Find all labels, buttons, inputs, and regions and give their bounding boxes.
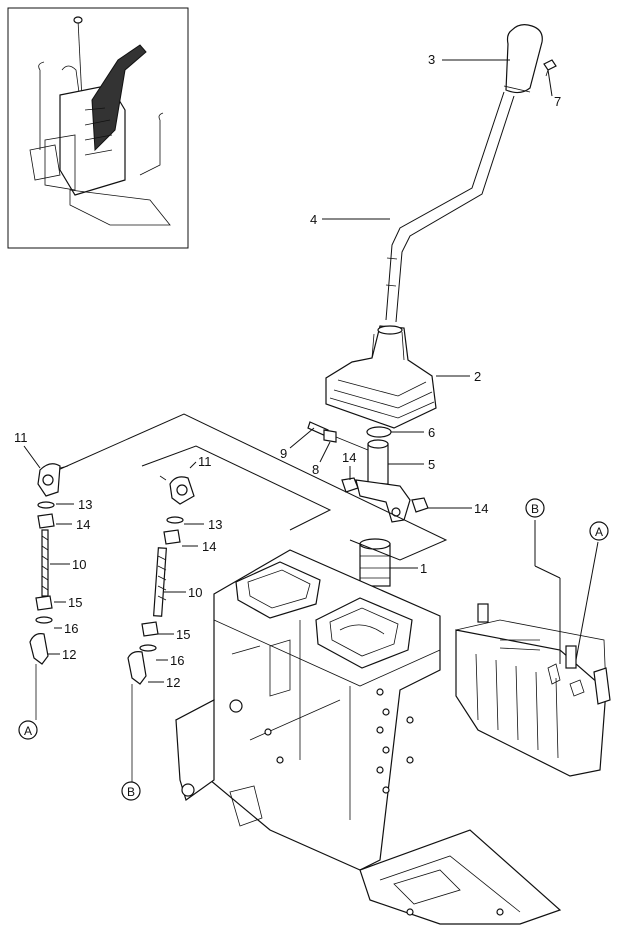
callout-12-mid: 12 <box>166 675 180 690</box>
left-rod-assembly <box>29 463 69 720</box>
callout-2: 2 <box>474 369 481 384</box>
overview-inset <box>7 7 189 249</box>
bolt-and-nut <box>307 421 369 451</box>
callout-6: 6 <box>428 425 435 440</box>
svg-text:B: B <box>127 785 135 799</box>
callout-14-base-left: 14 <box>342 450 356 465</box>
callout-5: 5 <box>428 457 435 472</box>
svg-text:A: A <box>595 525 603 539</box>
connector-A-valve: A <box>589 521 609 541</box>
middle-rod-assembly <box>127 475 195 782</box>
linkage-plane-lower <box>141 445 332 531</box>
console-frame <box>175 549 562 925</box>
svg-text:A: A <box>24 724 32 738</box>
control-valve <box>455 603 611 777</box>
nut-right <box>411 497 429 513</box>
connector-B-left: B <box>121 781 141 801</box>
callout-16-mid: 16 <box>170 653 184 668</box>
callout-7: 7 <box>554 94 561 109</box>
leader-A-valve <box>575 541 599 661</box>
lever-assembly <box>385 24 557 323</box>
connector-B-valve: B <box>525 498 545 518</box>
leader-B-valve-2 <box>534 565 561 579</box>
callout-10-left: 10 <box>72 557 86 572</box>
rubber-boot <box>325 325 437 429</box>
svg-text:B: B <box>531 502 539 516</box>
callout-leaders <box>23 59 553 683</box>
callout-10-mid: 10 <box>188 585 202 600</box>
callout-12-left: 12 <box>62 647 76 662</box>
callout-16-left: 16 <box>64 621 78 636</box>
callout-15-mid: 15 <box>176 627 190 642</box>
callout-13-mid: 13 <box>208 517 222 532</box>
callout-15-left: 15 <box>68 595 82 610</box>
callout-8: 8 <box>312 462 319 477</box>
linkage-plane-upper <box>57 413 448 561</box>
callout-14-left: 14 <box>76 517 90 532</box>
o-ring <box>366 426 392 438</box>
callout-13-left: 13 <box>78 497 92 512</box>
lever-base <box>355 439 411 523</box>
callout-14-base-right: 14 <box>474 501 488 516</box>
callout-11-left: 11 <box>14 430 28 445</box>
callout-14-mid: 14 <box>202 539 216 554</box>
callout-3: 3 <box>428 52 435 67</box>
callout-11-mid: 11 <box>198 454 212 469</box>
callout-4: 4 <box>310 212 317 227</box>
connector-A-left: A <box>18 720 38 740</box>
callout-9: 9 <box>280 446 287 461</box>
callout-1: 1 <box>420 561 427 576</box>
